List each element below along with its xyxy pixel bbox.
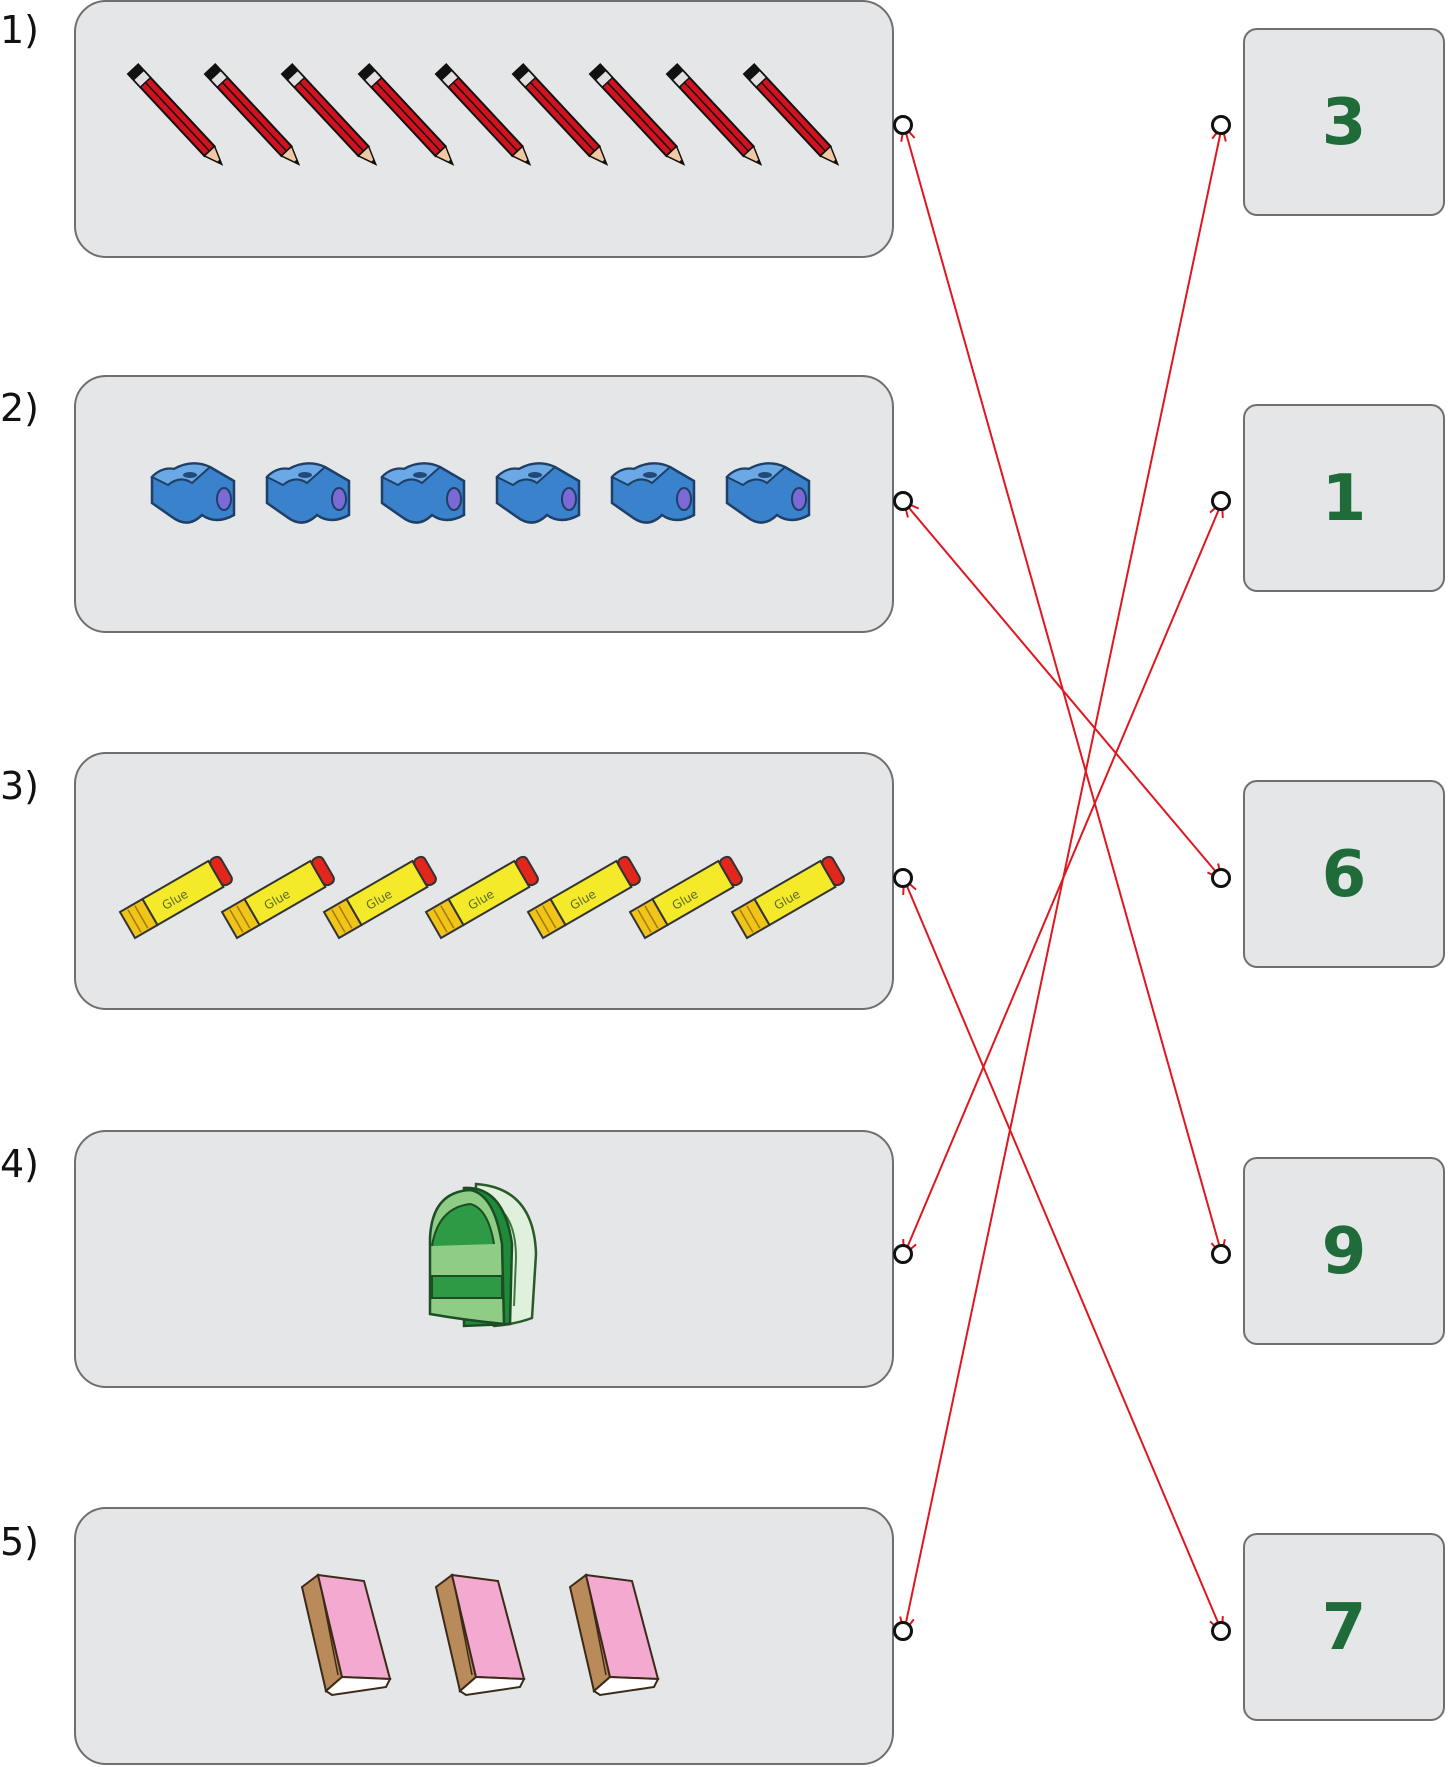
question-label: 3): [0, 764, 40, 808]
left-connector-dot[interactable]: [893, 868, 913, 888]
backpack-group: [428, 1182, 538, 1328]
number-box: 6: [1243, 780, 1445, 968]
number-value: 1: [1321, 462, 1367, 536]
right-connector-dot[interactable]: [1211, 491, 1231, 511]
connection-line: [903, 878, 1223, 1633]
connection-line: [903, 501, 1223, 880]
left-connector-dot[interactable]: [893, 491, 913, 511]
question-label: 1): [0, 8, 40, 52]
sharpener-icon: [495, 462, 581, 524]
book-icon: [435, 1574, 525, 1696]
question-label: 2): [0, 386, 40, 430]
left-connector-dot[interactable]: [893, 115, 913, 135]
sharpener-icon: [265, 462, 351, 524]
pencils-group: [127, 63, 844, 171]
glue-stick-icon: Glue: [221, 854, 337, 939]
glue-stick-icon: Glue: [323, 854, 439, 939]
number-value: 7: [1321, 1591, 1367, 1665]
left-connector-dot[interactable]: [893, 1621, 913, 1641]
glue-stick-icon: Glue: [527, 854, 643, 939]
sharpeners-box: [74, 375, 894, 633]
glue-sticks-group: Glue Glue Glue Glue Glue Glue Glue: [119, 854, 847, 939]
glue-stick-icon: Glue: [629, 854, 745, 939]
glue-stick-icon: Glue: [425, 854, 541, 939]
connection-line: [903, 501, 1223, 1256]
book-icon: [569, 1574, 659, 1696]
connection-line: [903, 125, 1223, 1256]
number-value: 6: [1321, 838, 1367, 912]
sharpener-icon: [150, 462, 236, 524]
connection-line: [903, 125, 1223, 1633]
backpack-box: [74, 1130, 894, 1388]
right-connector-dot[interactable]: [1211, 1621, 1231, 1641]
books-box: [74, 1507, 894, 1765]
glue-sticks-box: Glue Glue Glue Glue Glue Glue Glue: [74, 752, 894, 1010]
right-connector-dot[interactable]: [1211, 115, 1231, 135]
sharpener-icon: [610, 462, 696, 524]
pencils-box: [74, 0, 894, 258]
number-value: 3: [1321, 86, 1367, 160]
books-group: [301, 1574, 659, 1696]
glue-stick-icon: Glue: [119, 854, 235, 939]
number-value: 9: [1321, 1215, 1367, 1289]
sharpeners-group: [150, 462, 811, 524]
number-box: 3: [1243, 28, 1445, 216]
number-box: 1: [1243, 404, 1445, 592]
glue-stick-icon: Glue: [731, 854, 847, 939]
number-box: 7: [1243, 1533, 1445, 1721]
book-icon: [301, 1574, 391, 1696]
sharpener-icon: [725, 462, 811, 524]
right-connector-dot[interactable]: [1211, 1244, 1231, 1264]
question-label: 5): [0, 1520, 40, 1564]
right-connector-dot[interactable]: [1211, 868, 1231, 888]
question-label: 4): [0, 1142, 40, 1186]
sharpener-icon: [380, 462, 466, 524]
backpack-icon: [428, 1182, 538, 1328]
number-box: 9: [1243, 1157, 1445, 1345]
left-connector-dot[interactable]: [893, 1244, 913, 1264]
pencil-icon: [743, 63, 844, 171]
